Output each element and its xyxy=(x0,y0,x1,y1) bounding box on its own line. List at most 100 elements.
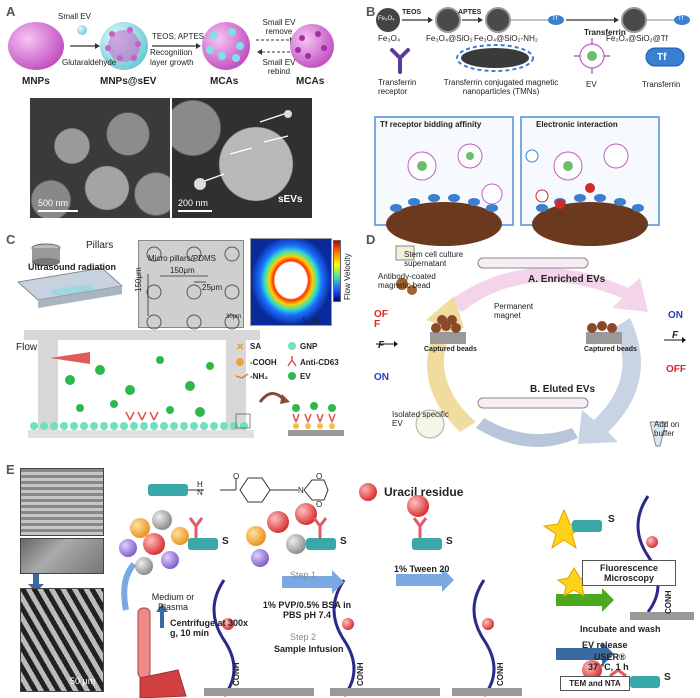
label-dim-25: 25μm xyxy=(202,283,223,292)
box-electronic-title: Electronic interaction xyxy=(536,120,618,129)
label-glutaraldehyde: Glutaraldehyde xyxy=(62,58,117,67)
mca-sphere-2 xyxy=(290,24,334,68)
label-antibody: Antibody-coated magnetic bead xyxy=(378,272,436,290)
label-mnps-sev: MNPs@sEV xyxy=(100,76,157,87)
label-conh-2: CONH xyxy=(356,662,365,686)
label-user: USER® xyxy=(594,652,626,662)
legend-anti-cd63: Anti-CD63 xyxy=(300,358,339,367)
label-aptes: APTES xyxy=(458,9,482,16)
panel-b-box-art xyxy=(386,143,648,246)
label-mnps: MNPs xyxy=(22,76,50,87)
flow-velocity-colorbar xyxy=(333,240,341,302)
scale-500nm: 500 nm xyxy=(38,198,69,208)
label-fe3o4: Fe₃O₄ xyxy=(378,34,401,43)
sem-arrows xyxy=(194,110,292,190)
box-tf-affinity-title: Tf receptor bidding affinity xyxy=(380,120,482,129)
sem-image-left xyxy=(30,98,170,218)
label-isolated: Isolated specific EV xyxy=(392,410,449,428)
label-stem: Stem cell culture supernatant xyxy=(404,250,464,268)
panel-a-schematic xyxy=(8,22,334,70)
label-pillars: Pillars xyxy=(86,240,114,251)
label-teos: TEOS xyxy=(402,9,422,16)
label-conh-1: CONH xyxy=(232,662,241,686)
label-f-1: F xyxy=(378,340,385,351)
label-enriched: A. Enriched EVs xyxy=(528,274,606,285)
label-conh-4: CONH xyxy=(664,590,673,614)
mnp-sphere xyxy=(8,22,64,70)
badge-tf-2: Tf xyxy=(678,16,684,22)
label-sevs: sEVs xyxy=(278,194,303,205)
sem-pillars-image xyxy=(20,588,104,692)
panel-d-cycle xyxy=(376,245,686,447)
label-f-2: F xyxy=(672,330,679,341)
legend-gnp: GNP xyxy=(300,342,318,351)
label-mcas-2: MCAs xyxy=(296,76,325,87)
label-s-2: S xyxy=(340,536,347,547)
label-s-1: S xyxy=(222,536,229,547)
label-s-5: S xyxy=(664,672,671,683)
label-fe3o4-sio2-tf: Fe₃O₄@SiO₂@Tf xyxy=(606,34,668,43)
linker-h: H xyxy=(197,480,203,489)
label-small-ev-remove: Small EV remove xyxy=(262,18,296,36)
label-incubate: Incubate and wash xyxy=(580,624,661,634)
label-scale-5um: 5 μm xyxy=(302,316,320,325)
label-conh-3: CONH xyxy=(496,662,505,686)
panel-e-letter: E xyxy=(6,462,15,477)
scale-bar-500 xyxy=(38,210,78,212)
label-captured-1: Captured beads xyxy=(424,346,477,353)
label-tmn: Transferrin conjugated magnetic nanopart… xyxy=(443,78,559,96)
legend-sa: SA xyxy=(250,342,262,351)
panel-d-letter: D xyxy=(366,232,376,247)
small-ev-dot xyxy=(77,25,87,35)
linker-o-2: O xyxy=(316,472,323,481)
panel-c-legend-icons: ✕ xyxy=(235,342,297,380)
label-s-3: S xyxy=(446,536,453,547)
label-tf-arrow: Transferrin xyxy=(584,28,626,37)
label-tween: 1% Tween 20 xyxy=(394,564,450,574)
linker-n-2: N xyxy=(298,486,304,495)
label-medium: Medium or Plasma xyxy=(151,592,195,612)
label-ultrasound: Ultrasound radiation xyxy=(28,262,117,272)
label-temp: 37 °C, 1 h xyxy=(588,662,629,672)
linker-n-1: N xyxy=(197,488,203,497)
box-fluorescence: Fluorescence Microscopy xyxy=(582,560,676,586)
legend-nh2: -NH₂ xyxy=(250,372,268,381)
box-tem: TEM and NTA xyxy=(560,676,630,691)
uracil-icon xyxy=(359,483,377,501)
legend-ev: EV xyxy=(300,372,311,381)
label-step1: Step 1 xyxy=(290,570,317,580)
label-mcas-1: MCAs xyxy=(210,76,239,87)
label-transferrin: Transferrin xyxy=(642,80,681,89)
label-off-1: OF F xyxy=(374,309,388,330)
label-ev-release: EV release xyxy=(582,640,628,650)
label-step2: Step 2 xyxy=(290,632,317,642)
linker-molecule xyxy=(148,477,329,503)
label-tf-receptor: Transferrin receptor xyxy=(378,78,417,96)
panel-c-letter: C xyxy=(6,232,16,247)
label-permanent: Permanent magnet xyxy=(494,302,534,320)
scale-50um: 50 μm xyxy=(70,676,96,686)
label-teos-aptes: TEOS; APTES xyxy=(152,32,205,41)
label-add-on: Add on buffer xyxy=(654,420,680,438)
linker-o-3: O xyxy=(316,500,323,509)
label-flow: Flow xyxy=(16,342,38,353)
label-dim-150b: 150μm xyxy=(134,267,143,292)
label-on-2: ON xyxy=(668,310,683,321)
chip-fe3o4: Fe₃O₄ xyxy=(378,16,395,22)
panel-c-device xyxy=(16,243,124,308)
label-dim-150a: 150μm xyxy=(170,266,195,275)
sem-device-image xyxy=(20,468,104,536)
label-recognition: Recognition layer growth xyxy=(150,48,194,67)
micro-pillars-image xyxy=(138,240,244,328)
label-s-4: S xyxy=(608,514,615,525)
label-flow-velocity: Flow Velocity xyxy=(343,253,352,300)
scale-200nm: 200 nm xyxy=(178,198,209,208)
micro-pillars-circles xyxy=(146,246,240,330)
label-infusion: Sample Infusion xyxy=(274,644,344,654)
label-uracil: Uracil residue xyxy=(384,485,464,499)
label-dim-30: 30μm xyxy=(226,314,242,320)
flow-velocity-map xyxy=(250,238,332,326)
label-pvp: 1% PVP/0.5% BSA in PBS pH 7.4 xyxy=(262,600,352,620)
panel-b-letter: B xyxy=(366,4,376,19)
sem-image-right xyxy=(172,98,312,218)
